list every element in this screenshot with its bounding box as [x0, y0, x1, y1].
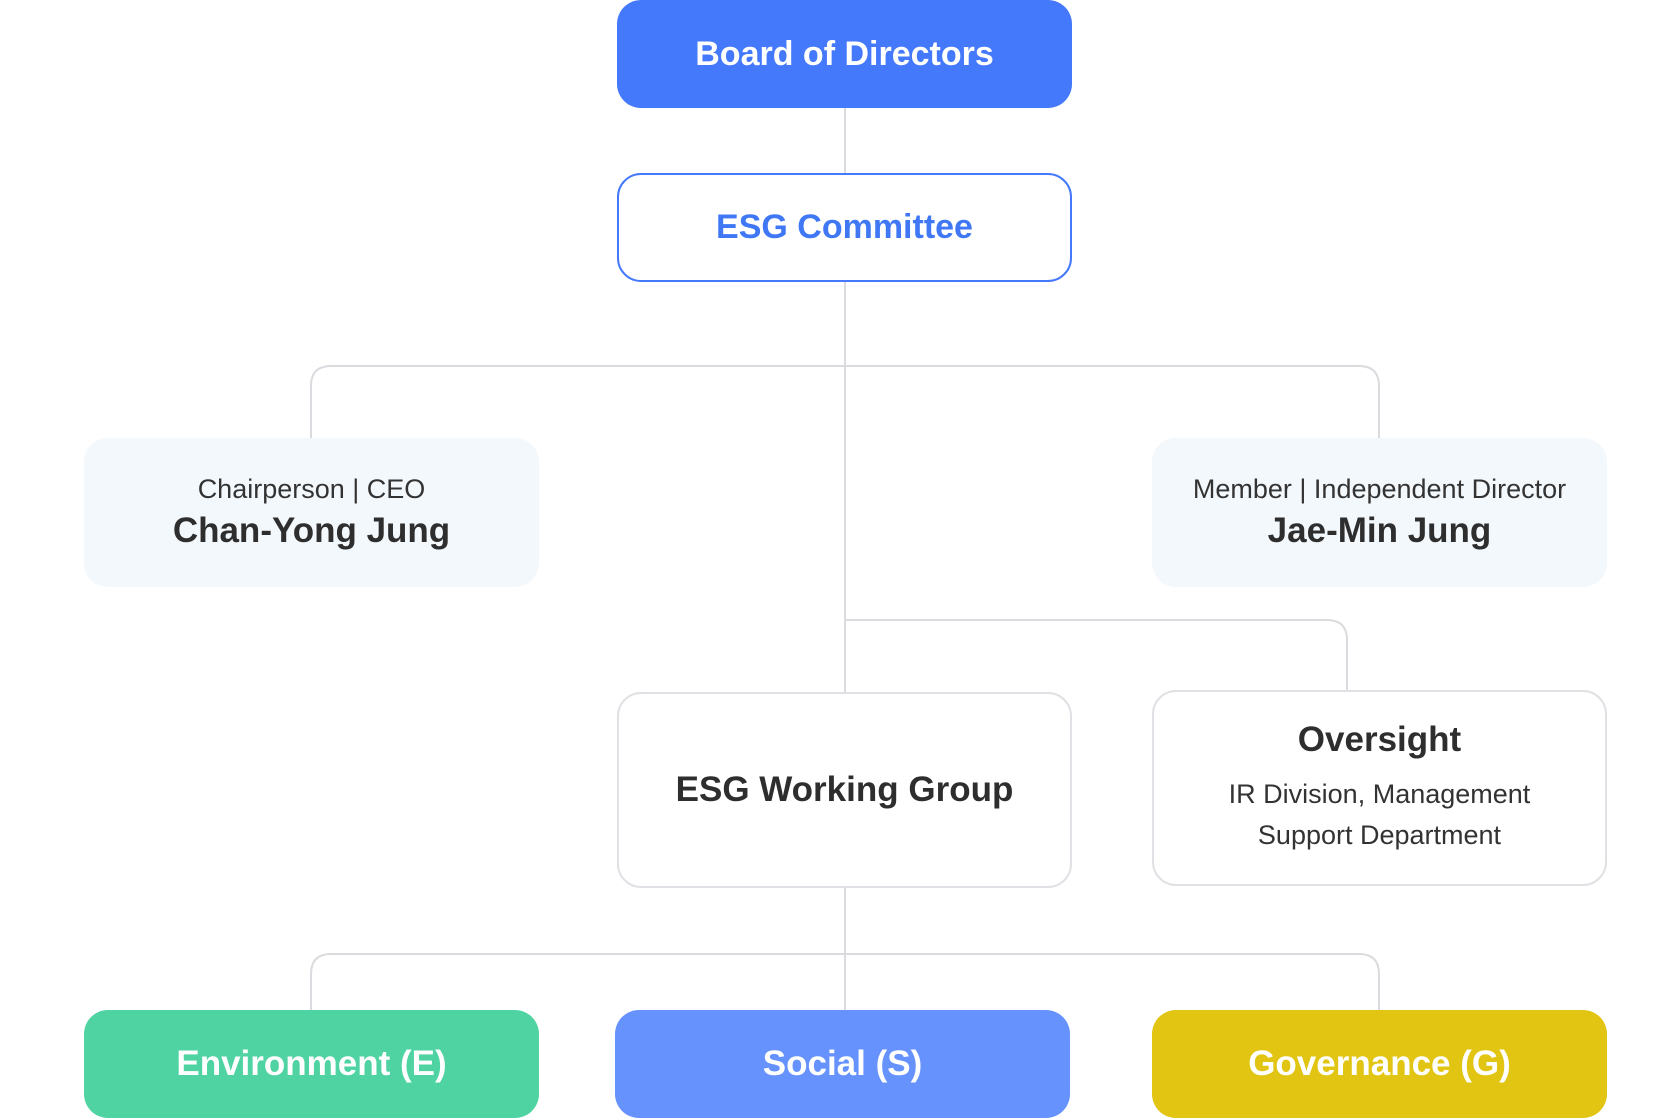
member-role: Member | Independent Director — [1192, 474, 1567, 504]
esg-working-group-label: ESG Working Group — [675, 770, 1014, 809]
connector-committee-branch — [310, 365, 1380, 438]
oversight-line-2: Support Department — [1257, 820, 1502, 850]
member-box: Member | Independent Director Jae-Min Ju… — [1152, 438, 1607, 587]
connector-pillar-branch — [310, 953, 1380, 1010]
governance-box: Governance (G) — [1152, 1010, 1607, 1118]
esg-committee-label: ESG Committee — [716, 208, 973, 246]
environment-box: Environment (E) — [84, 1010, 539, 1118]
oversight-box: Oversight IR Division, Management Suppor… — [1152, 690, 1607, 886]
member-name: Jae-Min Jung — [1267, 511, 1492, 550]
esg-committee-box: ESG Committee — [617, 173, 1072, 282]
chairperson-name: Chan-Yong Jung — [172, 511, 451, 550]
chairperson-role: Chairperson | CEO — [197, 474, 426, 504]
chairperson-box: Chairperson | CEO Chan-Yong Jung — [84, 438, 539, 587]
board-of-directors-label: Board of Directors — [695, 34, 994, 73]
connector-oversight-branch — [845, 619, 1348, 691]
environment-label: Environment (E) — [176, 1044, 447, 1083]
oversight-title: Oversight — [1297, 720, 1462, 759]
social-label: Social (S) — [762, 1044, 923, 1083]
board-of-directors-box: Board of Directors — [617, 0, 1072, 108]
social-box: Social (S) — [615, 1010, 1070, 1118]
oversight-line-1: IR Division, Management — [1228, 779, 1531, 809]
governance-label: Governance (G) — [1248, 1044, 1511, 1083]
esg-working-group-box: ESG Working Group — [617, 692, 1072, 888]
